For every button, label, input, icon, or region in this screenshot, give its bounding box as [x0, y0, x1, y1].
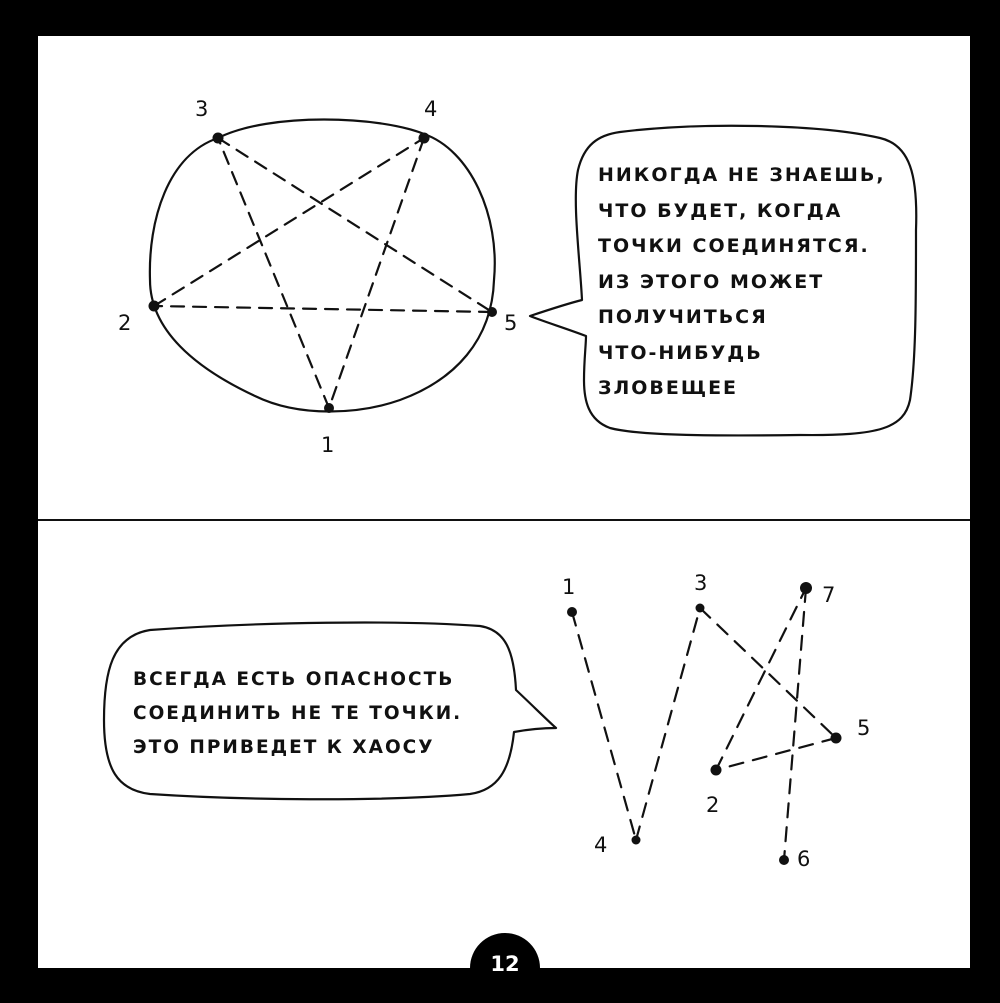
hand-drawn-circle: [148, 118, 496, 413]
chaos-line: [698, 606, 838, 740]
chaos-line: [714, 586, 808, 772]
point-label-5: 5: [504, 311, 517, 335]
dot-4: [418, 132, 430, 144]
chaos-dot-1: [567, 607, 577, 617]
speech-line: СОЕДИНИТЬ НЕ ТЕ ТОЧКИ.: [133, 703, 463, 724]
chaos-label-6: 6: [797, 847, 810, 871]
pentagram-line: [216, 136, 331, 410]
speech-line: НИКОГДА НЕ ЗНАЕШЬ,: [598, 164, 886, 186]
chaos-label-2: 2: [706, 793, 719, 817]
page-number-badge: [470, 933, 540, 1003]
speech-bubble-top-text: НИКОГДА НЕ ЗНАЕШЬ, ЧТО БУДЕТ, КОГДА ТОЧК…: [598, 158, 886, 407]
speech-line: ПОЛУЧИТЬСЯ: [598, 306, 768, 328]
chaos-dot-7: [800, 582, 812, 594]
speech-bubble-bottom: [102, 621, 558, 801]
pentagram-line: [152, 136, 426, 308]
speech-line: ЧТО БУДЕТ, КОГДА: [598, 199, 843, 222]
dot-3: [212, 132, 224, 144]
dot-2: [148, 300, 160, 312]
speech-line: ВСЕГДА ЕСТЬ ОПАСНОСТЬ: [133, 669, 455, 690]
chaos-label-1: 1: [562, 575, 575, 599]
speech-line: ЧТО-НИБУДЬ: [598, 341, 763, 364]
point-label-2: 2: [118, 311, 131, 335]
speech-line: ТОЧКИ СОЕДИНЯТСЯ.: [598, 235, 870, 257]
chaos-label-4: 4: [594, 833, 607, 857]
chaos-label-5: 5: [857, 716, 870, 740]
chaos-dots: [567, 582, 842, 865]
chaos-line: [634, 606, 702, 842]
chaos-line: [782, 586, 808, 862]
point-label-4: 4: [424, 97, 437, 121]
chaos-dot-4: [631, 835, 641, 845]
dot-5: [487, 307, 497, 317]
pentagram-dots: [148, 132, 497, 413]
page-number: 12: [490, 952, 520, 976]
point-label-1: 1: [321, 433, 334, 457]
speech-bubble-bottom-text: ВСЕГДА ЕСТЬ ОПАСНОСТЬ СОЕДИНИТЬ НЕ ТЕ ТО…: [133, 663, 462, 765]
pentagram-line: [327, 136, 426, 410]
pentagram-line: [152, 304, 494, 314]
speech-line: ЭТО ПРИВЕДЕТ К ХАОСУ: [133, 737, 435, 758]
chaos-lines: [570, 586, 838, 862]
chaos-line: [570, 610, 638, 842]
chaos-dot-2: [710, 764, 722, 776]
point-label-3: 3: [195, 97, 208, 121]
pentagram-lines: [152, 136, 494, 410]
speech-line: ЗЛОВЕЩЕЕ: [598, 377, 739, 399]
speech-bubble-top: [528, 124, 918, 437]
speech-line: ИЗ ЭТОГО МОЖЕТ: [598, 270, 825, 293]
pentagram-line: [216, 136, 494, 314]
dot-1: [324, 403, 334, 413]
chaos-line: [714, 736, 838, 772]
chaos-dot-6: [779, 855, 789, 865]
chaos-label-3: 3: [694, 571, 707, 595]
chaos-dot-3: [695, 603, 705, 613]
chaos-dot-5: [830, 732, 842, 744]
chaos-label-7: 7: [822, 583, 835, 607]
